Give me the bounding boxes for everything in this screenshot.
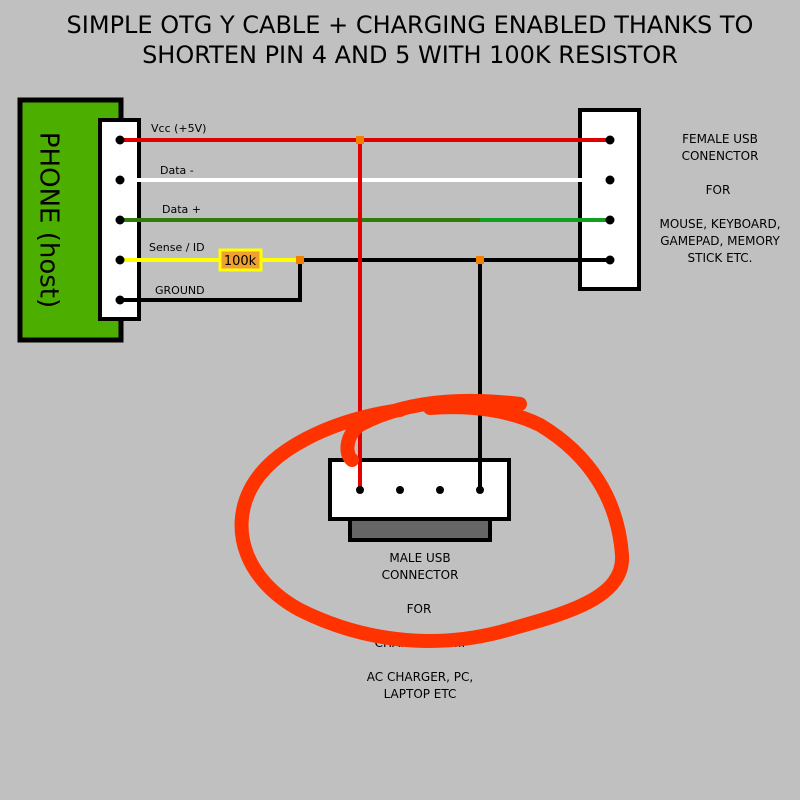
- female-note-3: FOR: [706, 183, 731, 197]
- female-pin-3: [605, 215, 615, 225]
- diagram-title: SIMPLE OTG Y CABLE + CHARGING ENABLED TH…: [0, 10, 800, 70]
- pin-label-vcc: Vcc (+5V): [151, 122, 206, 135]
- male-note-2: CONNECTOR: [382, 568, 459, 582]
- vcc-junction: [356, 136, 364, 144]
- male-note-1: MALE USB: [389, 551, 450, 565]
- title-line-1: SIMPLE OTG Y CABLE + CHARGING ENABLED TH…: [66, 11, 754, 39]
- female-note-4: MOUSE, KEYBOARD,: [659, 217, 780, 231]
- male-pin-4: [476, 486, 484, 494]
- title-line-2: SHORTEN PIN 4 AND 5 WITH 100K RESISTOR: [142, 41, 678, 69]
- female-note-5: GAMEPAD, MEMORY: [660, 234, 780, 248]
- male-pin-3: [436, 486, 444, 494]
- male-note-5: AC CHARGER, PC,: [367, 670, 473, 684]
- phone-pin-1: [115, 135, 125, 145]
- pin-label-data-minus: Data -: [160, 164, 194, 177]
- male-usb-plug: [348, 516, 492, 542]
- phone-pin-5: [115, 295, 125, 305]
- resistor-junction: [296, 256, 304, 264]
- phone-label: PHONE (host): [34, 132, 64, 308]
- female-note-1: FEMALE USB: [682, 132, 758, 146]
- male-pin-1: [356, 486, 364, 494]
- resistor-label: 100k: [224, 254, 257, 269]
- male-connector-notes: MALE USB CONNECTOR FOR CHARGING FI... AC…: [367, 551, 473, 701]
- female-note-2: CONENCTOR: [682, 149, 759, 163]
- phone-pin-4: [115, 255, 125, 265]
- annotation-circle: [234, 393, 630, 648]
- pin-label-sense: Sense / ID: [149, 241, 205, 254]
- pin-label-data-plus: Data +: [162, 203, 201, 216]
- resistor-100k: [218, 248, 263, 272]
- pin-label-ground: GROUND: [155, 284, 205, 297]
- male-pin-2: [396, 486, 404, 494]
- ground-wire: [120, 260, 302, 302]
- female-pin-1: [605, 135, 615, 145]
- male-note-6: LAPTOP ETC: [384, 687, 457, 701]
- ground-junction: [476, 256, 484, 264]
- phone-pin-2: [115, 175, 125, 185]
- female-note-6: STICK ETC.: [688, 251, 753, 265]
- female-pin-2: [605, 175, 615, 185]
- female-pin-4: [605, 255, 615, 265]
- phone-pin-3: [115, 215, 125, 225]
- male-note-3: FOR: [407, 602, 432, 616]
- female-connector-notes: FEMALE USB CONENCTOR FOR MOUSE, KEYBOARD…: [659, 132, 780, 265]
